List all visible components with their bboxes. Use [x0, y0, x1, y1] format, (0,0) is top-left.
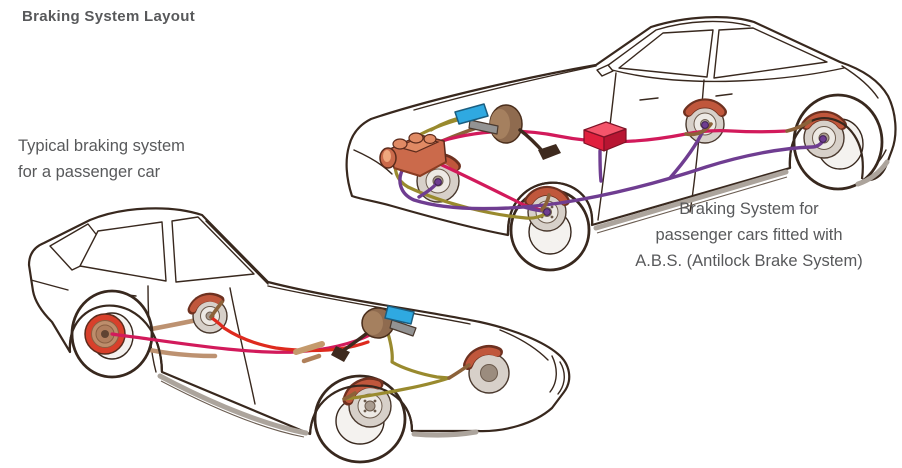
wheel-speed-sensor [434, 178, 442, 186]
standard-car-rear-door-window [79, 221, 167, 282]
drum-hub [101, 330, 109, 338]
hood-crease [413, 65, 597, 111]
caliper [526, 188, 568, 205]
diagonal-circuit-line [209, 315, 370, 353]
caliper [465, 347, 501, 368]
standard-brake-booster [331, 305, 417, 362]
ecu-wire [598, 149, 603, 183]
front-circuit-line [342, 328, 451, 401]
front-wheel-arch [308, 384, 414, 435]
wheel-speed-sensor [819, 135, 827, 143]
pedal-arm [342, 332, 368, 352]
wheel-speed-sensor [543, 208, 551, 216]
line-union-fitting [293, 341, 325, 355]
abs-rear-wheel [792, 93, 884, 191]
abs-car-body [345, 16, 897, 237]
caption-line: passenger cars fitted with [655, 226, 843, 244]
brake-pedal [331, 346, 350, 362]
rear-wheel-arch [788, 117, 864, 180]
side-mirror [596, 64, 614, 77]
standard-car-front-door-window [171, 216, 255, 283]
caliper [189, 295, 223, 313]
belt-line [611, 67, 845, 83]
rear-wheel-arch [68, 304, 164, 373]
brake-pedal [538, 144, 561, 160]
abs-brake-booster [454, 103, 561, 160]
abs-sensor-line [398, 139, 825, 211]
hood-crease [267, 285, 471, 325]
master-cylinder [468, 119, 499, 135]
standard-far-front-disc-brake [463, 345, 510, 394]
a-pillar-line [606, 20, 751, 67]
caption-line: Typical braking system [18, 137, 185, 155]
caliper [685, 100, 725, 116]
abs-front-wheel [509, 185, 591, 272]
wheel-speed-sensor [701, 121, 709, 129]
standard-car [27, 207, 571, 464]
caption-line: A.B.S. (Antilock Brake System) [635, 252, 863, 270]
front-wheel-arch [506, 181, 594, 236]
rear-circuit-line [110, 332, 374, 354]
standard-front-wheel [313, 374, 407, 464]
abs-car-front-window [618, 29, 714, 78]
fluid-reservoir [384, 305, 415, 325]
caption-line: for a passenger car [18, 163, 161, 181]
abs-car [345, 16, 897, 272]
abs-ecu-module [583, 121, 627, 183]
sill-shadow [593, 169, 789, 231]
abs-car-rear-window [713, 27, 828, 79]
master-cylinder [389, 319, 417, 337]
fluid-reservoir [454, 103, 489, 125]
standard-car-caption: Typical braking system for a passenger c… [18, 133, 185, 185]
caption-line: Braking System for [679, 200, 819, 218]
abs-car-caption: Braking System for passenger cars fitted… [588, 196, 902, 274]
abs-hydraulic-unit [379, 132, 447, 178]
standard-brake-lines [110, 300, 471, 401]
sill-shadow [157, 373, 309, 436]
a-pillar-line [205, 220, 269, 285]
page-title: Braking System Layout [22, 8, 196, 25]
